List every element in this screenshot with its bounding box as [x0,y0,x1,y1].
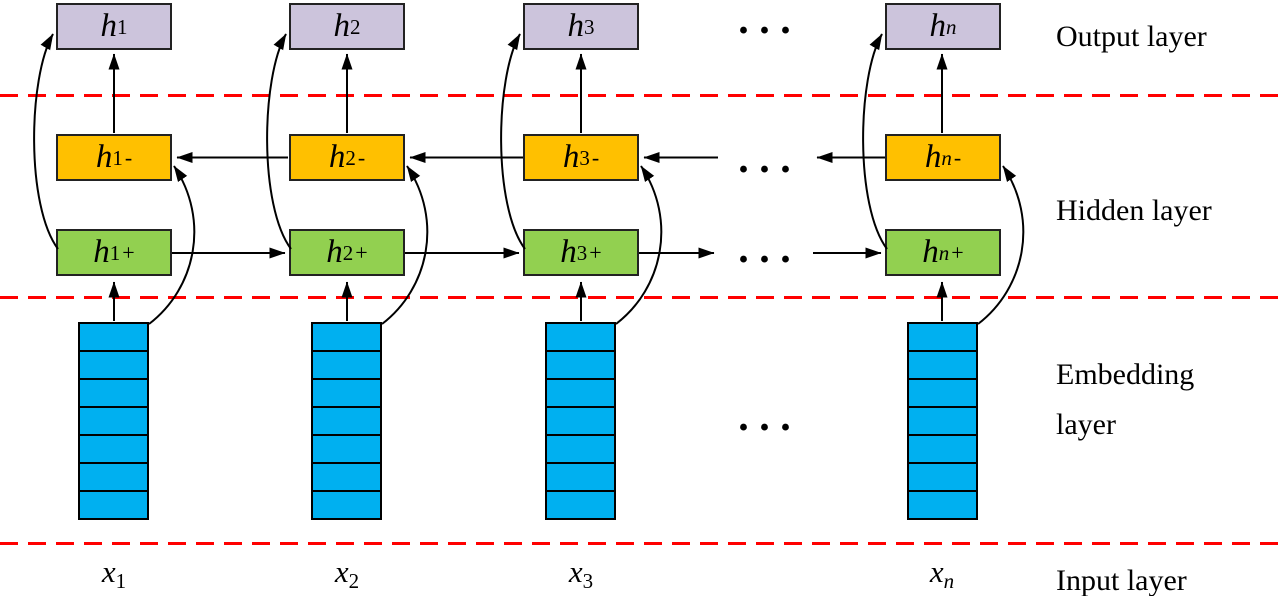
embedding-cell [80,350,147,378]
embedding-cell [909,406,976,434]
embedding-cell [909,378,976,406]
embedding-cell [909,490,976,518]
embedding-to-forward-arrows [108,281,948,321]
ellipsis-forward-hidden-row: ··· [736,237,800,283]
embedding-cell [313,350,380,378]
embedding-cell [909,434,976,462]
embedding-cell [547,490,614,518]
input-label-2: x2 [334,554,360,593]
layer-label-output: Output layer [1056,20,1207,53]
backward-to-output-arrows [108,53,948,133]
embedding-cell [80,462,147,490]
embedding-cell [80,324,147,350]
embedding-stack-n [907,322,978,520]
embedding-cell [313,378,380,406]
embedding-cell [547,350,614,378]
embedding-stack-2 [311,322,382,520]
output-label-n: h [929,8,947,44]
embedding-cell [313,490,380,518]
layer-divider-dashed-lines [0,94,1287,545]
layer-label-hidden: Hidden layer [1056,194,1212,227]
embedding-cell [909,350,976,378]
ellipsis-embedding-row: ··· [736,405,800,451]
embedding-cell [313,324,380,350]
output-label-1: h [100,8,118,44]
input-label-n: xn [929,554,955,593]
embedding-cell [909,324,976,350]
embedding-cell [547,434,614,462]
output-label-3: h [567,8,585,44]
output-label-2: h [333,8,351,44]
embedding-cell [80,406,147,434]
ellipsis-backward-hidden-row: ··· [736,147,800,193]
embedding-cell [547,462,614,490]
ellipsis-output-row: ··· [736,8,800,54]
input-label-3: x3 [568,554,594,593]
embedding-cell [80,378,147,406]
embedding-cell [313,406,380,434]
embedding-cell [547,406,614,434]
embedding-cell [313,462,380,490]
layer-label-embedding: Embedding layer [1056,358,1195,441]
embedding-cell [80,490,147,518]
embedding-cell [909,462,976,490]
embedding-cell [313,434,380,462]
embedding-cell [547,378,614,406]
embedding-stack-3 [545,322,616,520]
embedding-cell [547,324,614,350]
embedding-cell [80,434,147,462]
input-label-1: x1 [101,554,127,593]
layer-label-input: Input layer [1056,564,1187,596]
embedding-stack-1 [78,322,149,520]
